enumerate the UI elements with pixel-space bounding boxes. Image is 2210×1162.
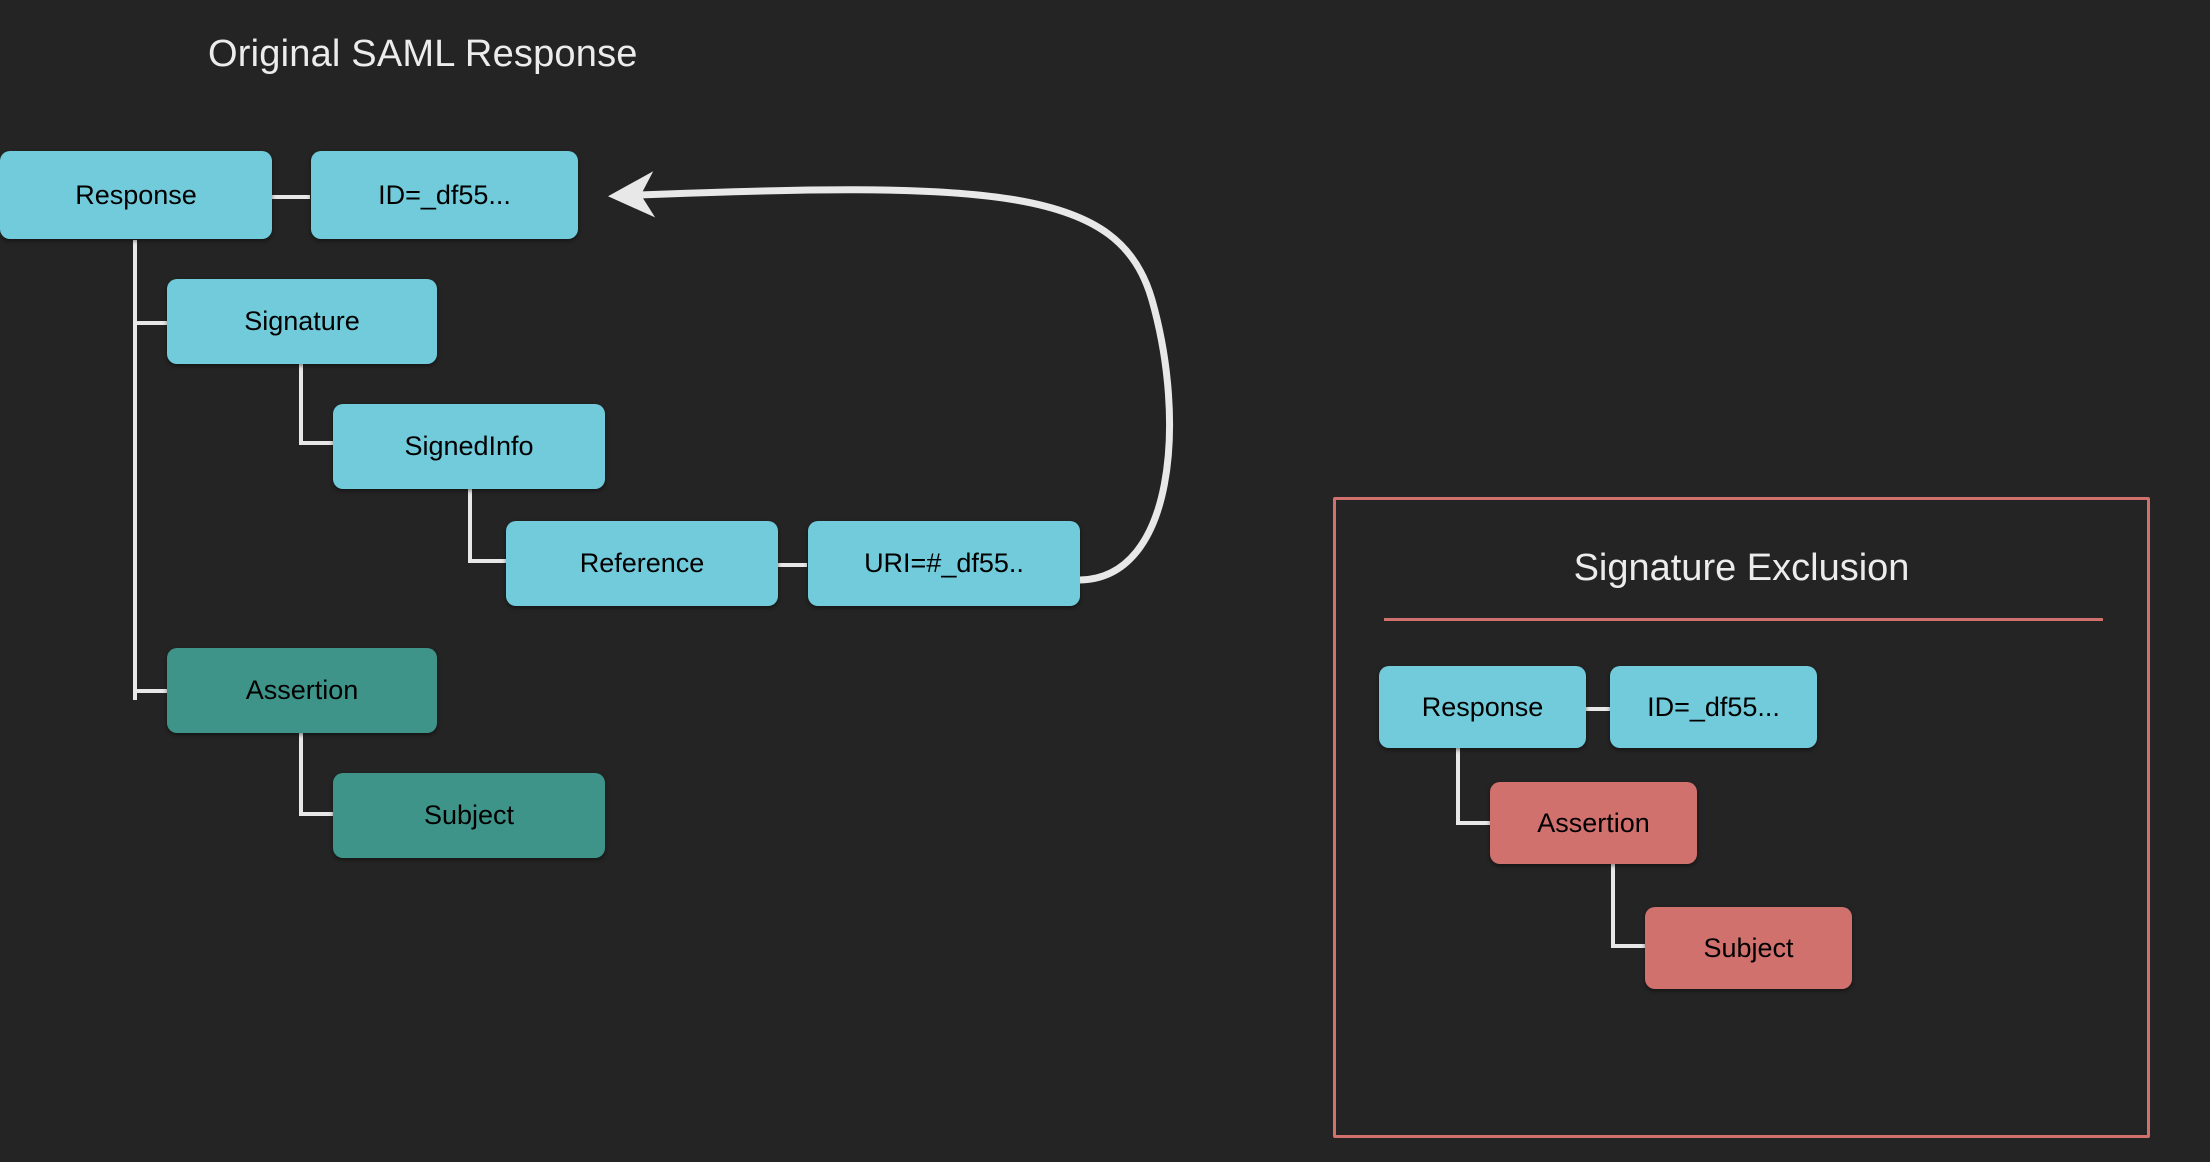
- node-response-left[interactable]: Response: [0, 151, 272, 239]
- node-label: ID=_df55...: [378, 179, 511, 210]
- signature-exclusion-panel: Signature Exclusion Response ID=_df55...…: [1333, 497, 2150, 1138]
- connector-reference-to-uri: [777, 563, 807, 567]
- node-subject-right[interactable]: Subject: [1645, 907, 1852, 989]
- connector-assertion-to-subject-vertical: [299, 730, 303, 816]
- connector-response-to-assertion: [133, 689, 168, 693]
- node-label: ID=_df55...: [1647, 691, 1780, 722]
- node-signature[interactable]: Signature: [167, 279, 437, 364]
- connector-signature-to-signedinfo-horizontal: [299, 441, 334, 445]
- connector-assertion-to-subject-horizontal-right: [1611, 944, 1646, 948]
- node-assertion-left[interactable]: Assertion: [167, 648, 437, 733]
- connector-response-to-assertion-vertical-right: [1456, 747, 1460, 825]
- connector-response-to-assertion-horizontal-right: [1456, 821, 1491, 825]
- node-uri[interactable]: URI=#_df55..: [808, 521, 1080, 606]
- node-subject-left[interactable]: Subject: [333, 773, 605, 858]
- node-signedinfo[interactable]: SignedInfo: [333, 404, 605, 489]
- node-label: Subject: [423, 800, 515, 830]
- node-label: Subject: [1703, 932, 1794, 963]
- node-response-right[interactable]: Response: [1379, 666, 1586, 748]
- node-label: Assertion: [245, 675, 359, 705]
- left-section-title: Original SAML Response: [208, 33, 638, 75]
- connector-signature-to-signedinfo-vertical: [299, 363, 303, 445]
- node-assertion-right[interactable]: Assertion: [1490, 782, 1697, 864]
- panel-title: Signature Exclusion: [1573, 547, 1910, 589]
- node-reference[interactable]: Reference: [506, 521, 778, 606]
- node-label: SignedInfo: [404, 431, 534, 461]
- connector-response-trunk: [133, 240, 137, 700]
- connector-signedinfo-to-reference-horizontal: [468, 559, 506, 563]
- node-label: Reference: [579, 548, 705, 578]
- connector-response-to-signature: [133, 321, 168, 325]
- connector-response-to-id-right: [1586, 707, 1611, 711]
- node-label: Response: [75, 179, 197, 210]
- node-label: Signature: [244, 306, 360, 336]
- node-label: URI=#_df55..: [864, 548, 1024, 578]
- connector-signedinfo-to-reference-vertical: [468, 480, 472, 563]
- connector-assertion-to-subject-vertical-right: [1611, 864, 1615, 948]
- node-id-left[interactable]: ID=_df55...: [311, 151, 578, 239]
- connector-response-to-id: [270, 195, 310, 199]
- node-label: Response: [1421, 691, 1544, 722]
- connector-assertion-to-subject-horizontal: [299, 812, 335, 816]
- node-id-right[interactable]: ID=_df55...: [1610, 666, 1817, 748]
- node-label: Assertion: [1537, 807, 1650, 838]
- panel-title-divider: [1384, 618, 2103, 621]
